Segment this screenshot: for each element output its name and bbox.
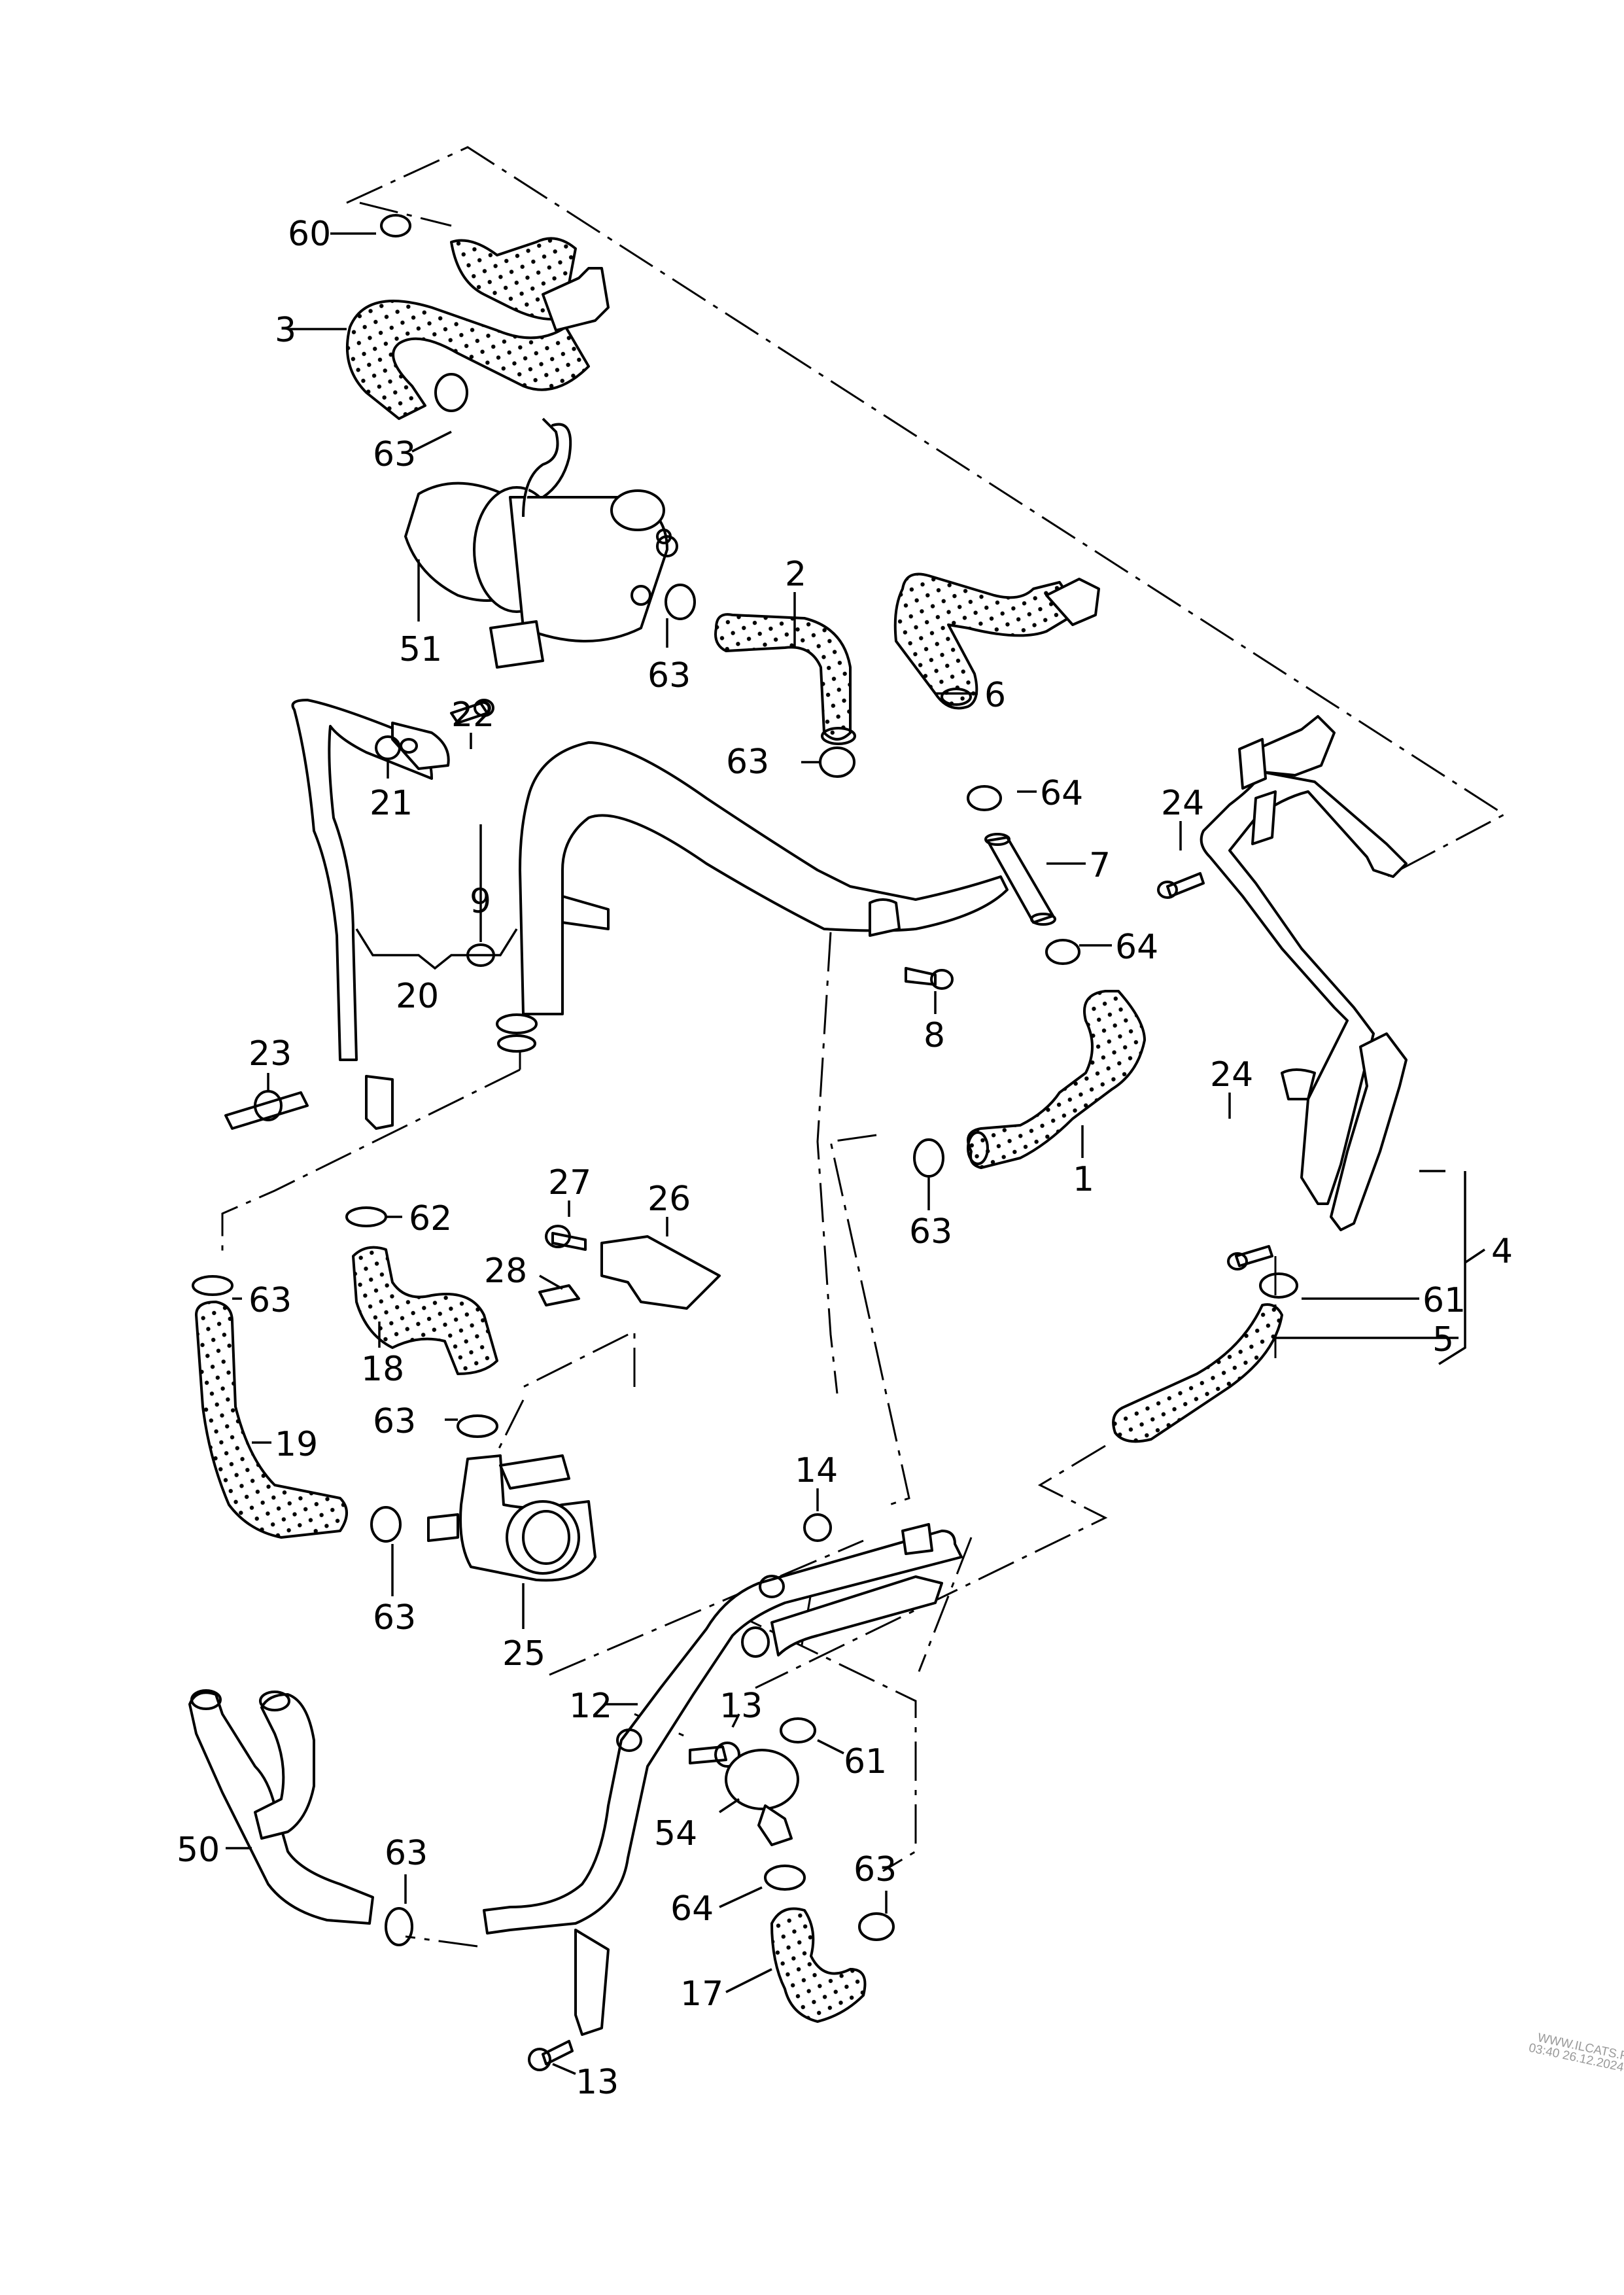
clamp-63-housing bbox=[631, 584, 696, 620]
part-14-nut bbox=[803, 1513, 832, 1542]
part-22-bolt bbox=[450, 699, 494, 724]
callout-3[interactable]: 3 bbox=[275, 311, 296, 350]
part-20-flange bbox=[391, 722, 450, 770]
callout-7[interactable]: 7 bbox=[1089, 846, 1111, 885]
part-13-bolt-lower bbox=[528, 2040, 574, 2071]
part-17-hose bbox=[770, 1907, 867, 2023]
clamp-63-upper bbox=[434, 373, 468, 412]
callout-64[interactable]: 64 bbox=[670, 1889, 714, 1929]
part-24-bolt-lower bbox=[1227, 1245, 1273, 1270]
callout-21[interactable]: 21 bbox=[370, 784, 413, 823]
callout-63[interactable]: 63 bbox=[648, 656, 691, 695]
callout-64[interactable]: 64 bbox=[1115, 928, 1158, 967]
part-27-bolt bbox=[545, 1225, 587, 1251]
callout-17[interactable]: 17 bbox=[680, 1974, 723, 2014]
callout-63[interactable]: 63 bbox=[909, 1212, 952, 1252]
part-12-pipe bbox=[483, 1523, 963, 2036]
callout-5[interactable]: 5 bbox=[1432, 1320, 1454, 1359]
callout-63[interactable]: 63 bbox=[726, 743, 769, 782]
callout-4[interactable]: 4 bbox=[1491, 1232, 1513, 1271]
callout-60[interactable]: 60 bbox=[288, 215, 331, 254]
clamp-60 bbox=[380, 214, 411, 237]
part-6-hose bbox=[893, 572, 1100, 710]
callout-27[interactable]: 27 bbox=[548, 1163, 591, 1202]
part-4-pipe-assembly bbox=[1200, 715, 1408, 1231]
part-54-cap bbox=[725, 1749, 799, 1846]
assembly-boundary-lines bbox=[221, 146, 1506, 1948]
clamp-64-upper bbox=[967, 785, 1002, 811]
callout-63[interactable]: 63 bbox=[249, 1281, 292, 1320]
clamp-63-part19-bottom bbox=[370, 1506, 402, 1543]
callout-63[interactable]: 63 bbox=[373, 435, 416, 474]
watermark: WWW.ILCATS.RU 03:40 26.12.2024 bbox=[1527, 2031, 1624, 2075]
clamp-64-lower-right bbox=[764, 1865, 806, 1891]
callout-63[interactable]: 63 bbox=[854, 1850, 897, 1889]
part-1-hose bbox=[967, 990, 1146, 1169]
callout-1[interactable]: 1 bbox=[1073, 1160, 1094, 1199]
part-18-hose bbox=[352, 1246, 498, 1375]
callout-62[interactable]: 62 bbox=[409, 1199, 452, 1238]
callout-9[interactable]: 9 bbox=[470, 882, 491, 921]
part-13-bolt-upper bbox=[689, 1742, 740, 1768]
callout-22[interactable]: 22 bbox=[451, 695, 494, 735]
callout-23[interactable]: 23 bbox=[249, 1034, 292, 1074]
part-26-bracket bbox=[600, 1235, 721, 1310]
callout-8[interactable]: 8 bbox=[924, 1016, 945, 1055]
callout-6[interactable]: 6 bbox=[984, 676, 1006, 715]
part-50-hose bbox=[188, 1689, 374, 1925]
part-8-bolt bbox=[905, 967, 954, 990]
part-7-pipe bbox=[984, 833, 1056, 926]
clamp-63-part2 bbox=[819, 746, 855, 778]
bracket-4 bbox=[1238, 738, 1277, 845]
clamp-63-part19-top bbox=[192, 1275, 233, 1296]
callout-61[interactable]: 61 bbox=[1423, 1281, 1466, 1320]
callout-28[interactable]: 28 bbox=[484, 1252, 527, 1291]
clamp-61-right bbox=[1259, 1272, 1298, 1299]
callout-labels: 60 3 63 51 63 2 63 6 64 7 64 24 22 21 20… bbox=[177, 215, 1513, 2102]
callout-61[interactable]: 61 bbox=[844, 1742, 887, 1781]
clamp-63-part18 bbox=[457, 1414, 498, 1438]
leader-lines bbox=[226, 232, 1485, 2075]
callout-2[interactable]: 2 bbox=[785, 555, 806, 594]
callout-63[interactable]: 63 bbox=[373, 1598, 416, 1638]
callout-14[interactable]: 14 bbox=[795, 1451, 838, 1490]
callout-24[interactable]: 24 bbox=[1161, 784, 1204, 823]
callout-12[interactable]: 12 bbox=[569, 1687, 612, 1726]
clamp-64-lower bbox=[1045, 939, 1080, 965]
callout-25[interactable]: 25 bbox=[502, 1634, 545, 1673]
part-25-pump bbox=[427, 1454, 596, 1582]
callout-20[interactable]: 20 bbox=[396, 977, 439, 1016]
clamp-63-part1 bbox=[913, 1138, 944, 1178]
part-19-hose bbox=[195, 1301, 348, 1539]
callout-18[interactable]: 18 bbox=[361, 1350, 404, 1389]
clamp-62 bbox=[345, 1206, 387, 1227]
callout-64[interactable]: 64 bbox=[1040, 774, 1083, 813]
part-5-hose bbox=[1112, 1303, 1283, 1443]
callout-63[interactable]: 63 bbox=[373, 1402, 416, 1441]
callout-63[interactable]: 63 bbox=[385, 1834, 428, 1873]
part-21-oring bbox=[375, 735, 401, 760]
part-24-bolt-upper bbox=[1157, 872, 1205, 899]
callout-13[interactable]: 13 bbox=[576, 2063, 619, 2102]
part-3-hose bbox=[345, 237, 610, 420]
callout-54[interactable]: 54 bbox=[654, 1814, 697, 1853]
part-23-stud bbox=[224, 1075, 394, 1130]
callout-13[interactable]: 13 bbox=[719, 1687, 763, 1726]
clamp-63-lower-right bbox=[858, 1912, 895, 1941]
clamp-63-part50 bbox=[385, 1907, 413, 1946]
clamp-61-lower bbox=[780, 1717, 816, 1743]
part-51-housing bbox=[404, 417, 678, 669]
part-2-hose bbox=[714, 613, 856, 745]
callout-51[interactable]: 51 bbox=[399, 630, 442, 669]
callout-26[interactable]: 26 bbox=[648, 1180, 691, 1219]
coolant-pipe-upper bbox=[291, 699, 1009, 1061]
callout-24[interactable]: 24 bbox=[1210, 1055, 1253, 1095]
callout-19[interactable]: 19 bbox=[275, 1425, 318, 1464]
part-28-clip bbox=[538, 1284, 580, 1306]
callout-50[interactable]: 50 bbox=[177, 1831, 220, 1870]
